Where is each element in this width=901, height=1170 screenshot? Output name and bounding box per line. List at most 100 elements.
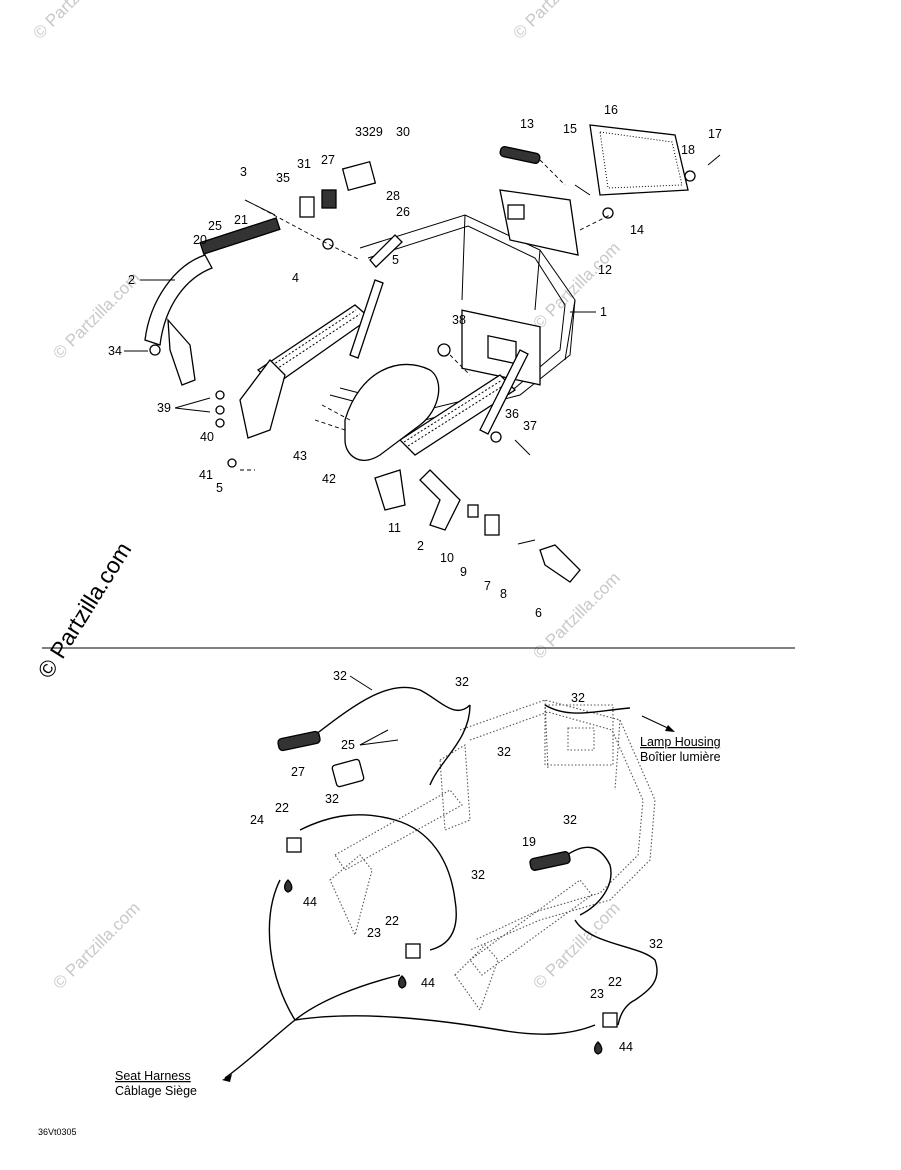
- washer-36: [490, 431, 502, 443]
- plate-9: [484, 514, 500, 536]
- callout-20: 20: [193, 233, 207, 247]
- callout-11: 11: [388, 521, 401, 535]
- bulb-15: [574, 184, 591, 196]
- callout-8: 8: [500, 587, 507, 601]
- watermark-text: © Partzilla.com: [529, 568, 623, 662]
- callout-32: 32: [333, 669, 347, 683]
- callout-22: 22: [608, 975, 622, 989]
- switch-cover-31: [321, 189, 337, 209]
- seat-cushion: [344, 363, 440, 461]
- callout-43: 43: [293, 449, 307, 463]
- callout-4: 4: [292, 271, 299, 285]
- callout-16: 16: [604, 103, 618, 117]
- callout-28: 28: [386, 189, 400, 203]
- callout-19: 19: [522, 835, 536, 849]
- connector-23: [602, 1012, 618, 1028]
- callout-2: 2: [128, 273, 135, 287]
- callout-30: 30: [396, 125, 410, 139]
- callout-3: 3: [240, 165, 247, 179]
- callout-44: 44: [303, 895, 317, 909]
- screw-7: [517, 539, 536, 545]
- lamp-lens-housing: [499, 189, 579, 256]
- lower-bracket: [419, 469, 461, 531]
- callout-32: 32: [563, 813, 577, 827]
- callout-36: 36: [505, 407, 519, 421]
- washer-41: [227, 458, 237, 468]
- callout-37: 37: [523, 419, 537, 433]
- callout-9: 9: [460, 565, 467, 579]
- watermark-text: © Partzilla.com: [49, 898, 143, 992]
- callout-13: 13: [520, 117, 534, 131]
- connector-23: [405, 943, 421, 959]
- callout-12: 12: [598, 263, 612, 277]
- plate-6: [539, 544, 581, 583]
- callout-22: 22: [385, 914, 399, 928]
- cover-35: [299, 196, 315, 218]
- callout-44: 44: [421, 976, 435, 990]
- callout-38: 38: [452, 313, 466, 327]
- grab-handle: [144, 254, 213, 346]
- callout-42: 42: [322, 472, 336, 486]
- callout-1: 1: [600, 305, 607, 319]
- bolt-37: [514, 439, 531, 456]
- note-seat-harness: Seat Harness: [115, 1069, 191, 1083]
- switch-27: [341, 160, 377, 192]
- side-bracket: [374, 469, 406, 511]
- rack-frame: [239, 214, 576, 456]
- connector-24: [286, 837, 302, 853]
- watermark-copyright: © Partzilla.com: [32, 537, 136, 682]
- callout-10: 10: [440, 551, 454, 565]
- watermark-text: © Partzilla.com: [509, 0, 603, 43]
- note-boitier-lumiere: Boîtier lumière: [640, 750, 721, 764]
- callout-31: 31: [297, 157, 311, 171]
- tail-light: [589, 124, 689, 196]
- callout-23: 23: [367, 926, 381, 940]
- callout-5: 5: [216, 481, 223, 495]
- callout-15: 15: [563, 122, 577, 136]
- callout-32: 32: [497, 745, 511, 759]
- note-lamp-housing: Lamp Housing: [640, 735, 721, 749]
- wiring-assembly: [222, 686, 675, 1082]
- nut-38: [437, 343, 451, 357]
- callout-35: 35: [276, 171, 290, 185]
- callout-34: 34: [108, 344, 122, 358]
- callout-27: 27: [291, 765, 305, 779]
- callout-14: 14: [630, 223, 644, 237]
- callout-23: 23: [590, 987, 604, 1001]
- callout-27: 27: [321, 153, 335, 167]
- lens-window: [507, 204, 525, 220]
- callout-2: 2: [417, 539, 424, 553]
- callout-39: 39: [157, 401, 171, 415]
- callout-41: 41: [199, 468, 213, 482]
- callout-32: 32: [325, 792, 339, 806]
- cap-34: [149, 344, 161, 356]
- top-callouts: 1 2 2 3 4 5 5 6 7 8 9 10 11 12 13 14 15 …: [108, 103, 722, 620]
- callout-17: 17: [708, 127, 722, 141]
- drawing-code: 36Vt0305: [38, 1127, 77, 1137]
- callout-40: 40: [200, 430, 214, 444]
- callout-25: 25: [208, 219, 222, 233]
- connector-25: [277, 730, 321, 752]
- bolt-3: [244, 199, 276, 216]
- callout-22: 22: [275, 801, 289, 815]
- handle-grip: [199, 217, 281, 255]
- connector-19: [529, 851, 571, 871]
- callout-32: 32: [455, 675, 469, 689]
- callout-21: 21: [234, 213, 248, 227]
- callout-32: 32: [571, 691, 585, 705]
- callout-32: 32: [471, 868, 485, 882]
- callout-5: 5: [392, 253, 399, 267]
- handle-bracket: [167, 318, 196, 386]
- drop-44: [593, 1041, 603, 1055]
- drop-44: [283, 879, 293, 893]
- callout-18: 18: [681, 143, 695, 157]
- screw-17: [707, 154, 721, 166]
- callout-26: 26: [396, 205, 410, 219]
- callout-7: 7: [484, 579, 491, 593]
- washer-4: [322, 238, 334, 250]
- washer-14: [602, 207, 614, 219]
- top-assembly: [144, 124, 721, 583]
- lamp-socket: [499, 146, 541, 164]
